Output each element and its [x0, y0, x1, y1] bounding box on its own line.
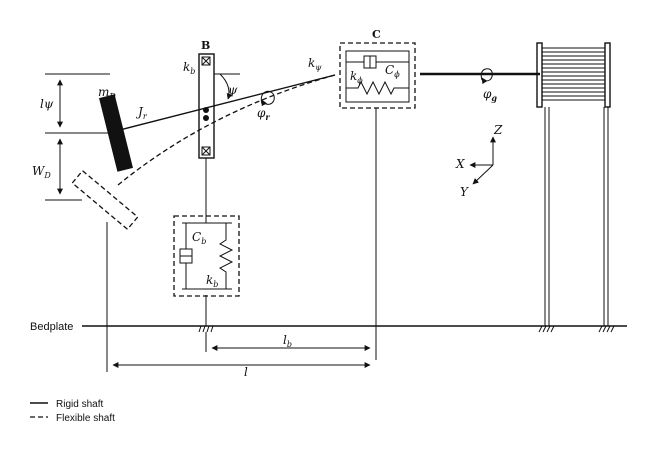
- phi-g-label: φg: [483, 87, 497, 103]
- jr-label: Jr: [135, 105, 148, 121]
- bedplate: Bedplate: [30, 321, 627, 333]
- bedplate-label: Bedplate: [30, 321, 73, 333]
- dim-lb-label: lb: [283, 333, 292, 349]
- rotor-disk-rigid: [99, 94, 133, 172]
- c-phi-label: Cϕ: [385, 63, 400, 79]
- generator-drum: [536, 42, 611, 326]
- bearing-c-box: [339, 42, 416, 109]
- psi-arc: [219, 73, 233, 100]
- shaft-node-flexible: [203, 115, 209, 121]
- wd-label: WD: [32, 164, 51, 180]
- kb-top-label: kb: [183, 60, 195, 76]
- legend-rigid-label: Rigid shaft: [56, 399, 103, 410]
- psi-label: ψ: [228, 83, 238, 97]
- horizontal-dimensions: [112, 332, 371, 368]
- phi-r-label: φr: [257, 106, 270, 122]
- axis-z-label: Z: [493, 123, 503, 137]
- vertical-dimensions: [45, 73, 110, 201]
- ground-hatch-drum-left: [538, 325, 555, 333]
- k-phi-label: kϕ: [350, 69, 363, 85]
- cb-label: Cb: [192, 230, 206, 246]
- legend-flexible-label: Flexible shaft: [56, 413, 115, 424]
- phi-r-rotation-icon: [260, 90, 275, 107]
- dim-l-label: l: [244, 365, 248, 379]
- axis-x-label: X: [455, 157, 465, 171]
- axis-y-label: Y: [460, 185, 469, 199]
- md-label: mD: [98, 85, 116, 101]
- flexible-shaft: [117, 74, 336, 186]
- bearing-c-label: C: [372, 28, 381, 41]
- bearing-b-spring-damper: [173, 215, 240, 297]
- spring-kb-icon: [218, 223, 234, 289]
- kpsi-label: kψ: [308, 56, 322, 72]
- spring-k-phi-icon: [346, 80, 409, 96]
- bearing-b-label: B: [201, 39, 210, 52]
- rotor-disk-flexible: [71, 169, 139, 231]
- lpsi-label: lψ: [40, 97, 54, 111]
- kb-spring-label: kb: [206, 273, 218, 289]
- ground-hatch-b: [198, 325, 214, 333]
- legend: Rigid shaft Flexible shaft: [30, 399, 115, 424]
- ground-hatch-drum-right: [598, 325, 615, 333]
- rigid-shaft: [107, 74, 336, 134]
- phi-g-rotation-icon: [480, 68, 493, 85]
- coordinate-axes: [469, 136, 496, 185]
